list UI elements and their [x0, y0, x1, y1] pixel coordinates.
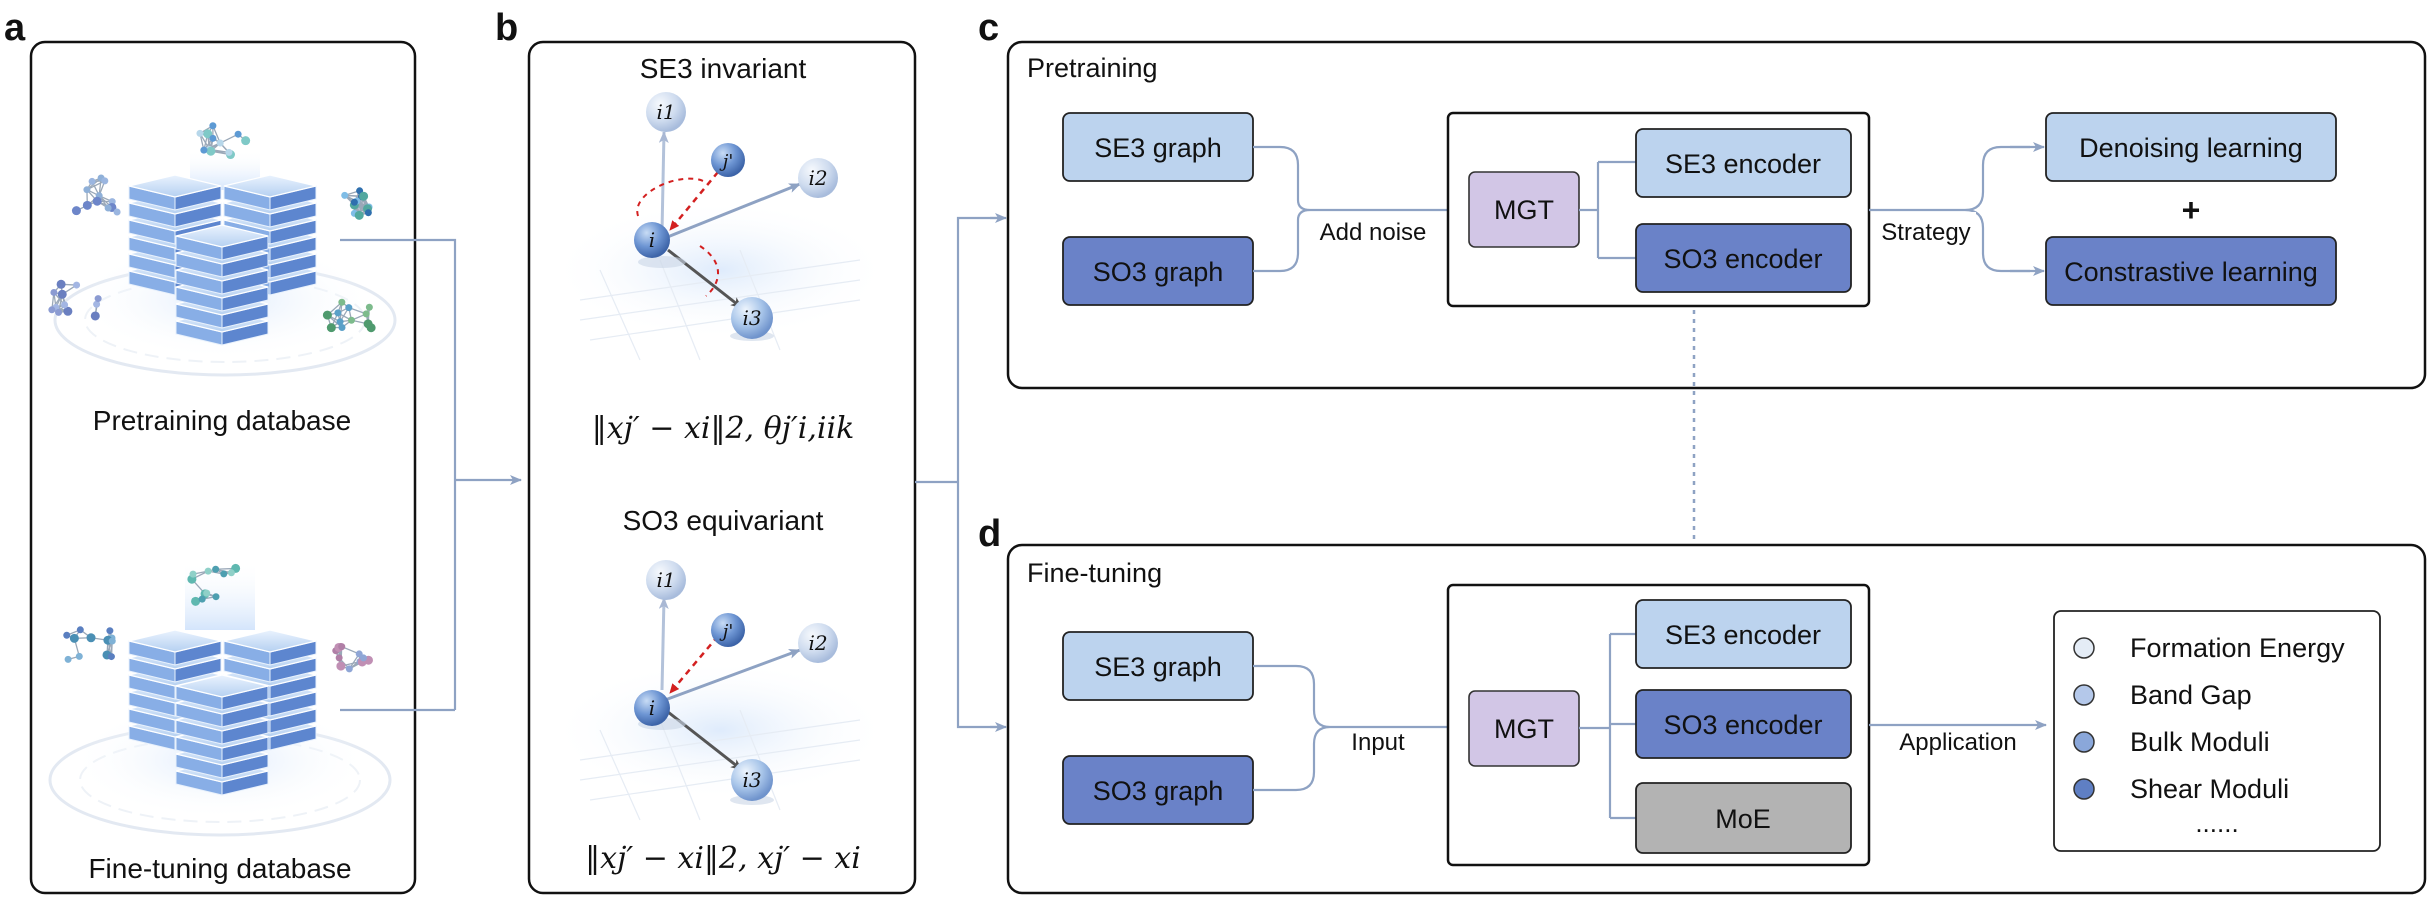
property-band-gap: Band Gap: [2130, 680, 2252, 710]
property-bullet-band-gap: [2073, 684, 2095, 706]
plus-sign: +: [2182, 192, 2201, 228]
connector-a-to-b: [340, 238, 521, 712]
se3-invariant-title: SE3 invariant: [640, 53, 807, 84]
se3-geometry-diagram: i1 i2 j' i i3: [550, 92, 890, 361]
pretraining-title: Pretraining: [1027, 53, 1158, 83]
molecule-icon: [196, 122, 251, 160]
molecule-icon: [341, 187, 373, 220]
c-so3-graph-label: SO3 graph: [1093, 257, 1224, 287]
property-shear-moduli: Shear Moduli: [2130, 774, 2289, 804]
d-so3-graph-label: SO3 graph: [1093, 776, 1224, 806]
properties-ellipsis: ......: [2195, 808, 2238, 838]
denoising-learning-label: Denoising learning: [2079, 133, 2303, 163]
c-se3-encoder-label: SE3 encoder: [1665, 149, 1821, 179]
d-mgt-branch: [1579, 632, 1636, 820]
d-mgt-label: MGT: [1494, 714, 1554, 744]
node-j-label: j': [719, 151, 734, 172]
node-i1-label: i1: [656, 100, 675, 124]
input-label: Input: [1351, 729, 1405, 756]
finetuning-database-label: Fine-tuning database: [88, 853, 351, 884]
panel-letter-b: b: [495, 7, 518, 49]
moe-label: MoE: [1715, 804, 1771, 834]
molecule-icon: [71, 174, 121, 216]
d-se3-encoder-label: SE3 encoder: [1665, 620, 1821, 650]
d-so3-encoder-box: [1635, 689, 1852, 759]
pretraining-database-illustration: [48, 122, 397, 377]
properties-box: [2053, 610, 2381, 852]
strategy-label: Strategy: [1881, 219, 1970, 246]
moe-box: [1635, 782, 1852, 854]
molecule-icon: [63, 626, 116, 663]
node-i2-label-so3: i2: [808, 631, 827, 655]
properties-list: Formation Energy Band Gap Bulk Moduli Sh…: [2073, 633, 2345, 838]
so3-formula: ‖xj′ − xi‖2, xj′ − xi: [585, 841, 861, 876]
d-se3-encoder-box: [1635, 599, 1852, 669]
server-stack: [175, 224, 269, 346]
c-mgt-branch: [1579, 160, 1636, 260]
d-so3-encoder-label: SO3 encoder: [1663, 710, 1822, 740]
finetuning-database-illustration: [48, 560, 392, 837]
so3-equivariant-title: SO3 equivariant: [623, 505, 824, 536]
property-bullet-shear-moduli: [2073, 778, 2095, 800]
node-i3-label: i3: [742, 306, 761, 330]
pretraining-database-label: Pretraining database: [93, 405, 351, 436]
c-so3-encoder-label: SO3 encoder: [1663, 244, 1822, 274]
c-mgt-label: MGT: [1494, 195, 1554, 225]
node-i-label-so3: i: [649, 696, 655, 720]
contrastive-learning-label: Constrastive learning: [2064, 257, 2318, 287]
molecule-icon: [48, 279, 102, 321]
node-i1-label-so3: i1: [656, 568, 675, 592]
property-bullet-formation-energy: [2073, 637, 2095, 659]
molecule-icon: [187, 563, 241, 606]
panel-letter-d: d: [978, 513, 1001, 555]
property-bulk-moduli: Bulk Moduli: [2130, 727, 2270, 757]
finetuning-title: Fine-tuning: [1027, 558, 1162, 588]
connector-b-to-cd: [915, 216, 1003, 729]
server-stack: [175, 674, 269, 796]
denoising-learning-box: [2045, 112, 2337, 182]
application-label: Application: [1899, 729, 2016, 756]
panel-letter-a: a: [4, 7, 26, 49]
contrastive-learning-box: [2045, 236, 2337, 306]
c-se3-encoder-box: [1635, 128, 1852, 198]
d-se3-graph-label: SE3 graph: [1094, 652, 1222, 682]
molecule-icon: [322, 298, 376, 333]
se3-formula: ‖xj′ − xi‖2, θj′i,iik: [592, 411, 855, 446]
node-i2-label: i2: [808, 166, 827, 190]
c-graphs-connector: [1253, 145, 1448, 273]
property-bullet-bulk-moduli: [2073, 731, 2095, 753]
so3-geometry-diagram: i1 i2 j' i i3: [550, 560, 890, 821]
c-se3-graph-label: SE3 graph: [1094, 133, 1222, 163]
node-i3-label-so3: i3: [742, 768, 761, 792]
node-j-label-so3: j': [719, 621, 734, 642]
node-i-label: i: [649, 228, 655, 252]
panel-letter-c: c: [978, 7, 999, 49]
property-formation-energy: Formation Energy: [2130, 633, 2345, 663]
molecule-icon: [332, 642, 373, 673]
d-graphs-connector: [1253, 664, 1448, 792]
c-so3-encoder-box: [1635, 223, 1852, 293]
add-noise-label: Add noise: [1320, 219, 1427, 246]
